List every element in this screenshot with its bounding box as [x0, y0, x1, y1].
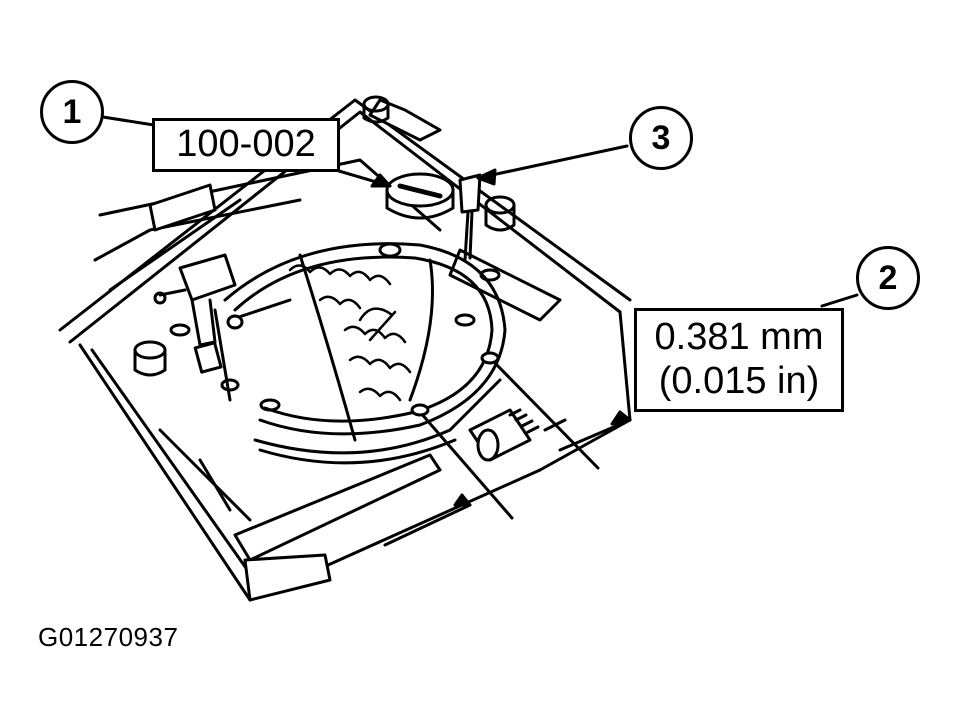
callout-2-number: 2 [878, 258, 898, 297]
differential-case [213, 242, 507, 465]
callout-1-number: 1 [62, 92, 82, 131]
pointer-rods [410, 351, 600, 520]
housing-frame [58, 98, 632, 602]
measurement-imperial-text: (0.015 in) [658, 360, 820, 402]
figure-id: G01270937 [38, 622, 179, 652]
ring-gear [288, 264, 412, 402]
indicator-fixture [153, 253, 292, 374]
callout-3-number: 3 [651, 118, 671, 157]
callout-3: 3 [629, 106, 693, 170]
axle-shaft [468, 408, 540, 462]
movement-arrows [383, 410, 632, 547]
measurement-label: 0.381 mm (0.015 in) [634, 308, 844, 412]
tool-number-label: 100-002 [152, 118, 340, 172]
mounting-bars [148, 98, 562, 602]
tool-number-text: 100-002 [176, 123, 316, 166]
measurement-metric-text: 0.381 mm [654, 316, 824, 359]
callout-2: 2 [856, 246, 920, 310]
dial-indicator [385, 172, 482, 262]
callout-1: 1 [40, 80, 104, 144]
